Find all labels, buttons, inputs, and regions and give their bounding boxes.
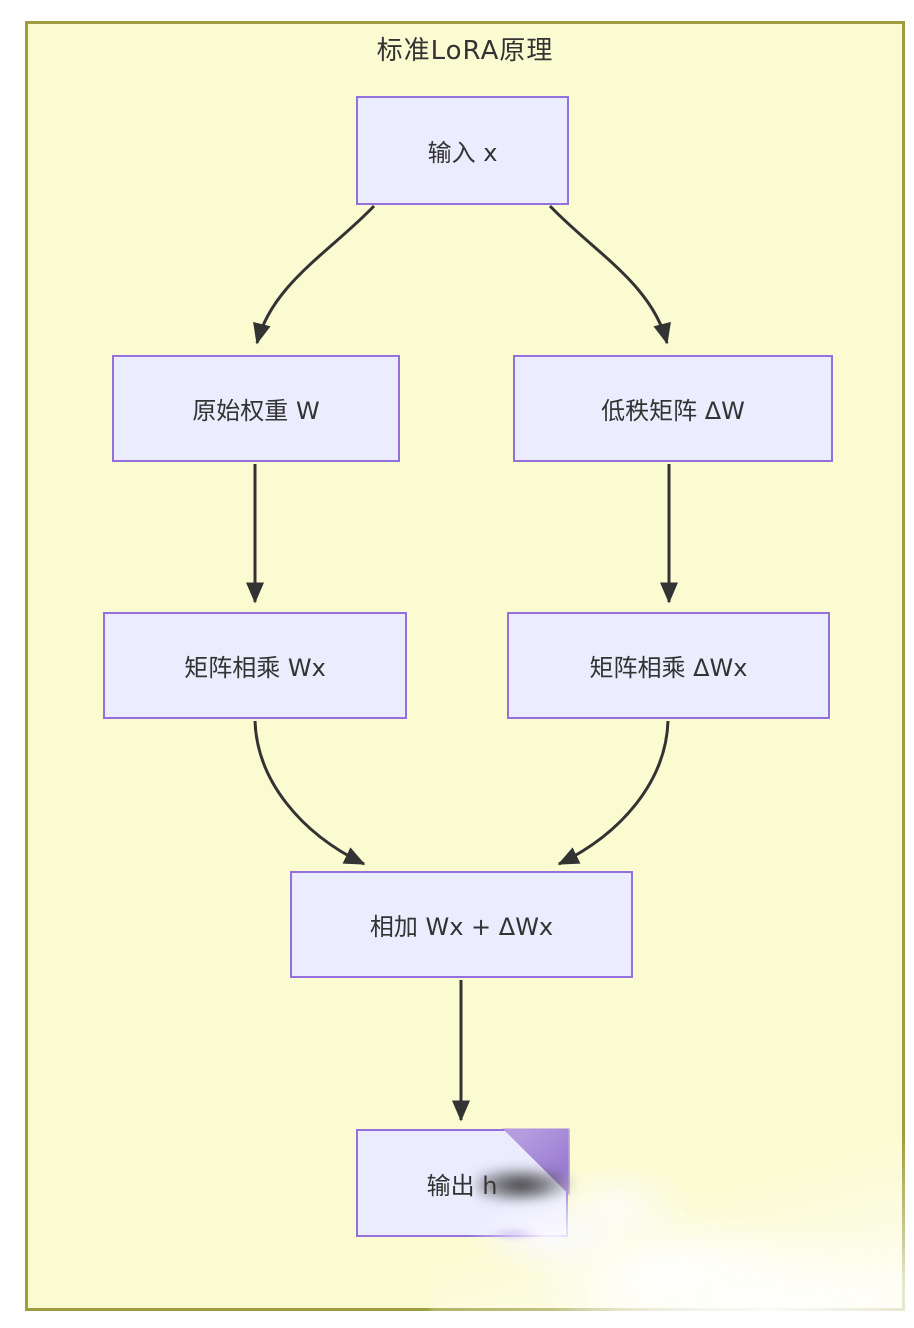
node-original-weight: 原始权重 W (112, 355, 400, 462)
page-curl-haze (430, 1118, 914, 1328)
node-input-label: 输入 x (427, 139, 498, 167)
edge-input-to-w (253, 204, 376, 345)
edge-dwx-to-add (557, 720, 670, 866)
node-lowrank-matrix: 低秩矩阵 ΔW (513, 355, 833, 462)
node-add: 相加 Wx + ΔWx (290, 871, 633, 978)
node-input: 输入 x (356, 96, 569, 205)
edge-wx-to-add (253, 720, 366, 866)
node-matmul-dwx: 矩阵相乘 ΔWx (507, 612, 830, 719)
node-original-weight-label: 原始权重 W (192, 397, 320, 425)
diagram-title: 标准LoRA原理 (376, 36, 554, 66)
node-add-label: 相加 Wx + ΔWx (369, 913, 554, 941)
edge-input-to-dw (548, 204, 671, 345)
node-lowrank-matrix-label: 低秩矩阵 ΔW (601, 397, 745, 425)
node-matmul-wx-label: 矩阵相乘 Wx (184, 654, 326, 682)
node-matmul-wx: 矩阵相乘 Wx (103, 612, 407, 719)
node-matmul-dwx-label: 矩阵相乘 ΔWx (589, 654, 748, 682)
